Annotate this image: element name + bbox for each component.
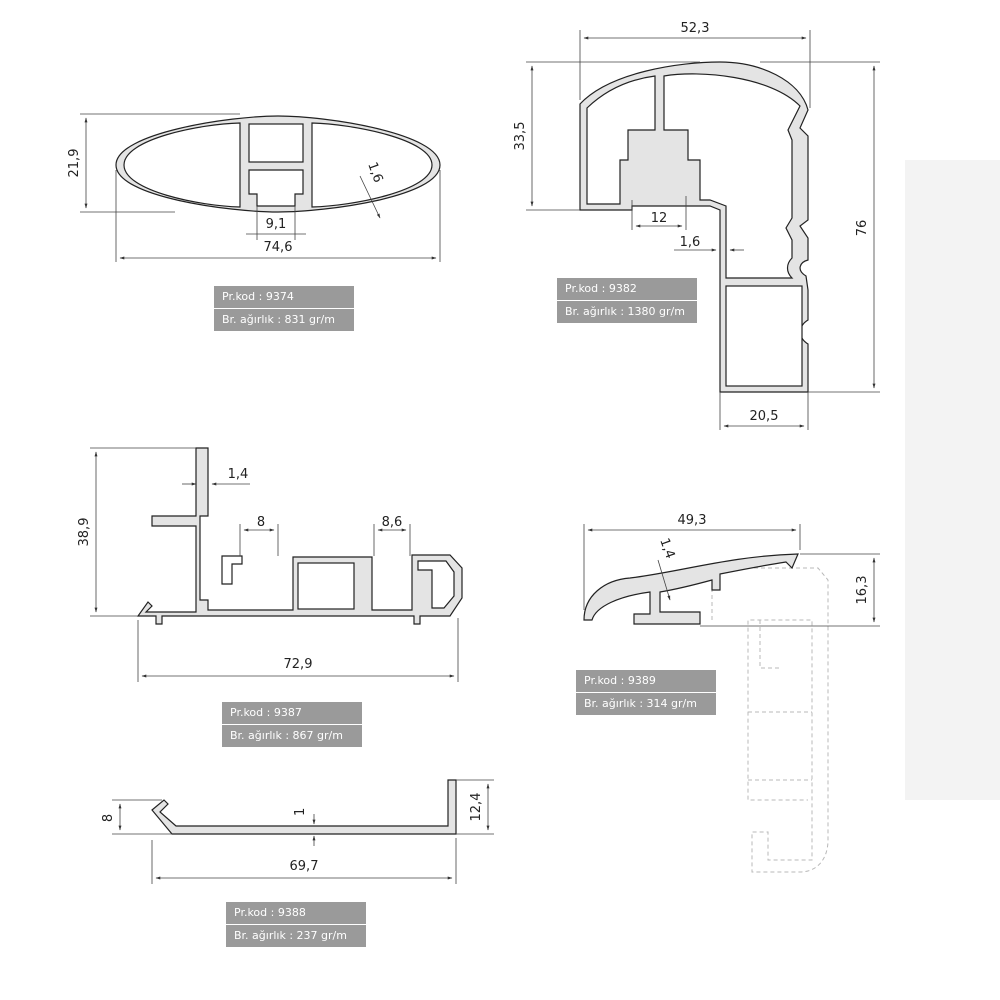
dim-9387-height: 38,9: [77, 518, 92, 547]
dim-9388-wall: 1: [293, 808, 308, 816]
profile-9387-inner-hook: [417, 560, 455, 609]
dim-9374-gap: 9,1: [266, 217, 287, 232]
dim-9388-right: 12,4: [469, 793, 484, 822]
dim-9388-width: 69,7: [290, 859, 319, 874]
dim-9387-slot1: 8: [257, 515, 265, 530]
label-9374-code: Pr.kod : 9374: [214, 286, 354, 308]
background-panel: [905, 160, 1000, 800]
dim-9389-height: 16,3: [855, 576, 870, 605]
dim-9387-width: 72,9: [284, 657, 313, 672]
dim-9374-wall: 1,6: [364, 160, 385, 185]
label-9388-weight: Br. ağırlık : 237 gr/m: [226, 925, 366, 947]
profile-9387-inner-box: [297, 562, 355, 610]
profile-9374-inner-left: [123, 122, 241, 208]
dim-9374-width: 74,6: [264, 240, 293, 255]
profile-9382: 52,3 33,5 76 12 1,6 20,5: [513, 21, 880, 430]
profile-9388-shape: [151, 779, 457, 835]
dim-9382-wall: 1,6: [680, 235, 701, 250]
dim-9387-wall: 1,4: [228, 467, 249, 482]
profile-9374: 21,9 74,6 9,1 1,6: [67, 113, 441, 262]
profile-9387: 38,9 1,4 8 8,6 72,9: [77, 447, 463, 682]
profile-9374-inner-top: [248, 123, 304, 163]
profile-9382-inner-c: [725, 285, 803, 387]
profile-9389: 49,3 1,4 16,3: [583, 513, 880, 873]
dim-9382-bottom: 20,5: [750, 409, 779, 424]
profile-9388: 8 1 12,4 69,7: [101, 779, 494, 884]
profile-9389-ghost-lines: [711, 574, 812, 781]
profile-9374-inner-bottom: [248, 169, 304, 207]
dim-9387-slot2: 8,6: [382, 515, 403, 530]
dim-9389-wall: 1,4: [656, 536, 677, 561]
label-9387-weight: Br. ağırlık : 867 gr/m: [222, 725, 362, 747]
label-9389-code: Pr.kod : 9389: [576, 670, 716, 692]
label-9382-weight: Br. ağırlık : 1380 gr/m: [557, 301, 697, 323]
profile-9374-inner-right: [311, 122, 433, 208]
profile-9389-ghost-assembly: [705, 567, 829, 873]
label-9388-code: Pr.kod : 9388: [226, 902, 366, 924]
dim-9389-width: 49,3: [678, 513, 707, 528]
profile-9382-inner-a: [586, 75, 656, 205]
dim-9382-total-height: 76: [855, 220, 870, 237]
dim-9374-height: 21,9: [67, 149, 82, 178]
label-9374-weight: Br. ağırlık : 831 gr/m: [214, 309, 354, 331]
profile-9389-shape: [583, 553, 799, 625]
dim-9382-inner: 12: [651, 211, 668, 226]
dim-9382-top: 52,3: [681, 21, 710, 36]
label-9387-code: Pr.kod : 9387: [222, 702, 362, 724]
label-9389-weight: Br. ağırlık : 314 gr/m: [576, 693, 716, 715]
dim-9388-left: 8: [101, 814, 116, 822]
dim-9382-side-height: 33,5: [513, 122, 528, 151]
profile-9387-inner-tab: [221, 555, 243, 585]
profile-9382-inner-b: [663, 73, 801, 279]
label-9382-code: Pr.kod : 9382: [557, 278, 697, 300]
